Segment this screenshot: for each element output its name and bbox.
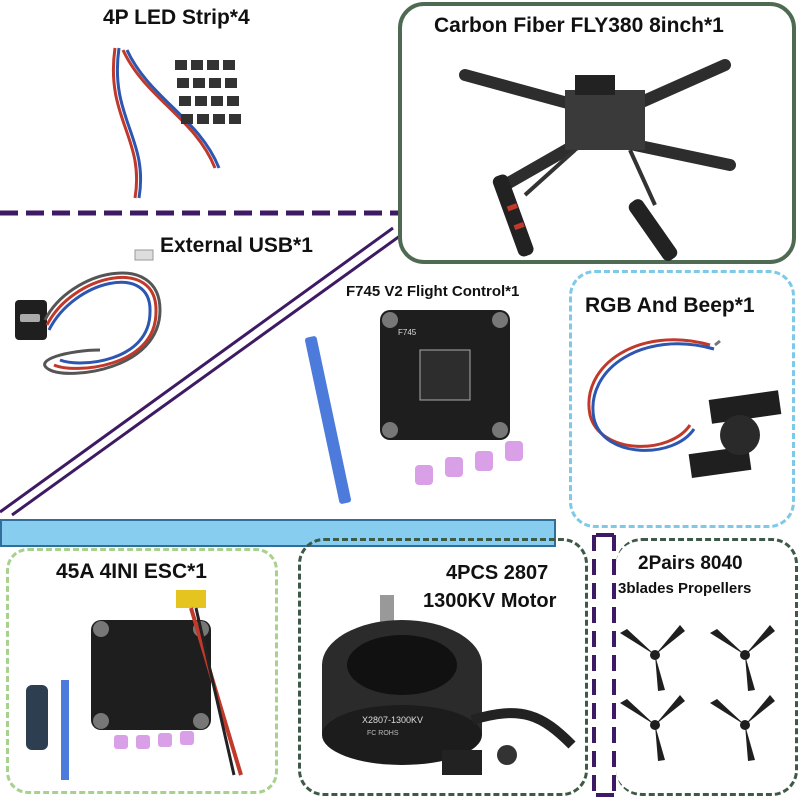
motor-box [298, 538, 588, 796]
motor-icon: X2807-1300KV FC ROHS [322, 595, 576, 775]
divider-banner [0, 519, 556, 547]
esc-box [6, 548, 278, 794]
usb-label: External USB*1 [160, 234, 313, 257]
motor-label-line1: 4PCS 2807 [446, 562, 549, 584]
fc-silk: F745 [398, 328, 417, 337]
esc-label: 45A 4INI ESC*1 [56, 560, 207, 583]
rgb-box [569, 270, 795, 528]
props-label-line1: 2Pairs 8040 [638, 553, 743, 574]
props-label-line2: 3blades Propellers [618, 580, 752, 597]
motor-silk2: FC ROHS [367, 730, 399, 737]
flight-controller-icon: F745 [305, 310, 523, 504]
motor-label-line2: 1300KV Motor [423, 590, 557, 612]
led-strip-icon [111, 47, 241, 199]
usb-board-icon [15, 249, 162, 375]
frame-label: Carbon Fiber FLY380 8inch*1 [434, 14, 724, 37]
quad-frame-icon [459, 59, 736, 261]
led-strip-label: 4P LED Strip*4 [103, 6, 250, 29]
motor-silk: X2807-1300KV [362, 715, 423, 725]
props-box [616, 538, 798, 796]
rgb-beep-label: RGB And Beep*1 [585, 294, 755, 317]
propeller-icon [620, 625, 775, 761]
buzzer-icon [587, 338, 782, 479]
flight-control-label: F745 V2 Flight Control*1 [346, 283, 520, 300]
esc-board-icon [26, 590, 243, 780]
